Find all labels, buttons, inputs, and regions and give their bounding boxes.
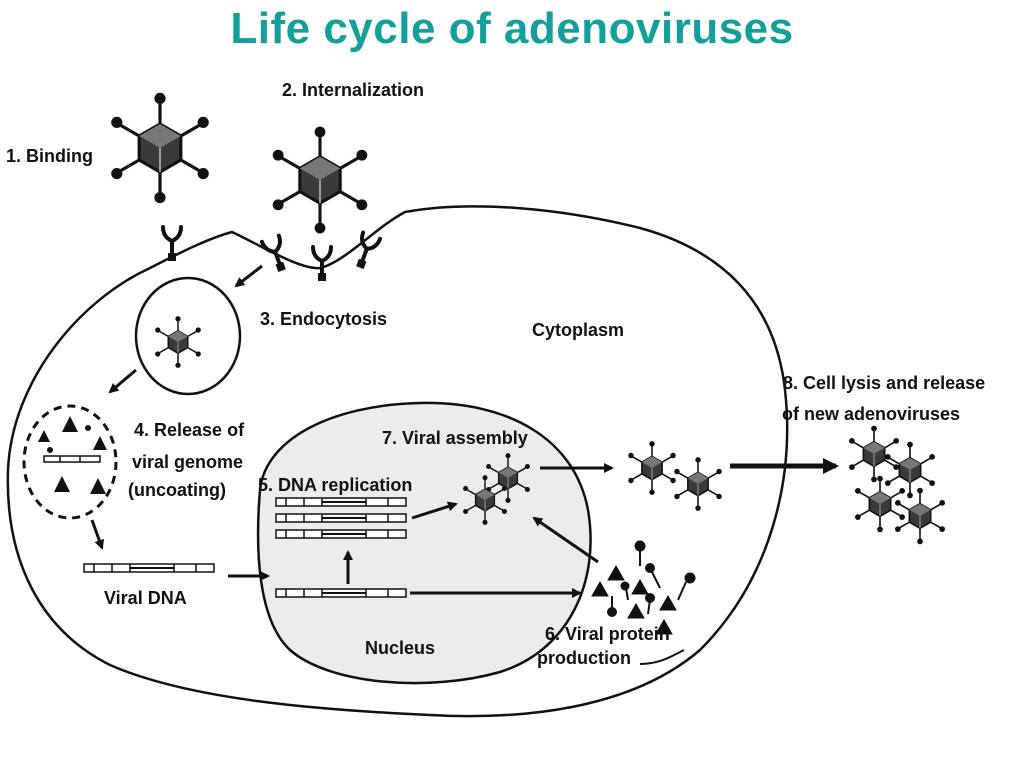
uncoating-vesicle — [22, 404, 118, 520]
arrow-to-endosome — [234, 264, 263, 288]
viral-dna-strand — [83, 563, 215, 573]
arrow-proteins-to-assembly — [532, 516, 599, 564]
label-release-2: viral genome — [132, 452, 243, 472]
arrow-to-uncoating — [108, 368, 137, 394]
virion-internalization — [271, 124, 369, 236]
virion-released — [848, 424, 946, 546]
arrow-to-viral-dna — [90, 519, 105, 550]
label-internalization: 2. Internalization — [282, 80, 424, 100]
cell-membrane — [6, 205, 789, 718]
arrow-replication-to-assembly — [411, 501, 458, 520]
label-viral-assembly: 7. Viral assembly — [382, 428, 528, 448]
label-nucleus: Nucleus — [365, 638, 435, 658]
label-release-3: (uncoating) — [128, 480, 226, 500]
label-viral-dna: Viral DNA — [104, 588, 187, 608]
receptor — [259, 233, 293, 276]
virion-mature — [627, 440, 723, 512]
dna-replicated-strand — [275, 529, 407, 539]
label-release-1: 4. Release of — [134, 420, 245, 440]
label-protein-2: production — [537, 648, 631, 668]
label-binding: 1. Binding — [6, 146, 93, 166]
virion-binding — [109, 91, 211, 205]
label-cytoplasm: Cytoplasm — [532, 320, 624, 340]
label-endocytosis: 3. Endocytosis — [260, 309, 387, 329]
label-protein-1: 6. Viral protein — [545, 624, 670, 644]
label-lysis-1: 8. Cell lysis and release — [783, 373, 985, 393]
diagram-title: Life cycle of adenoviruses — [230, 4, 794, 53]
label-dna-replication: 5. DNA replication — [258, 475, 412, 495]
label-lysis-2: of new adenoviruses — [782, 404, 960, 424]
receptor — [161, 225, 183, 263]
dna-replicated-strand — [275, 513, 407, 523]
capsid-fragments — [38, 416, 107, 494]
released-viral-dna — [43, 455, 101, 463]
flow-arrows — [90, 264, 839, 598]
dna-replicated-strand — [275, 497, 407, 507]
protein-label-pointer — [639, 649, 685, 665]
dna-template-strand — [275, 588, 407, 598]
viral-proteins — [591, 540, 696, 635]
